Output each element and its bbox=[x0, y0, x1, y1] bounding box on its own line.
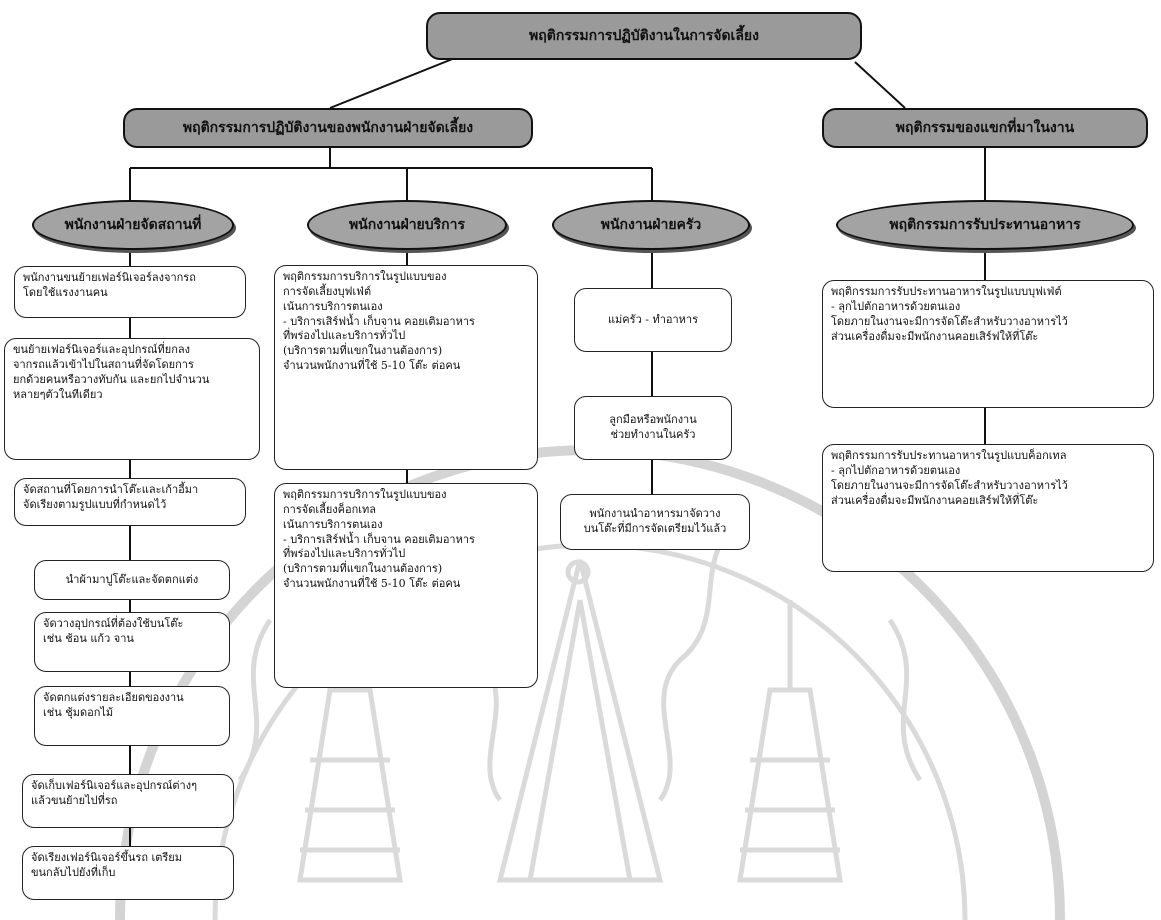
branch-guest-label: พฤติกรรมของแขกที่มาในงาน bbox=[895, 119, 1075, 136]
venue-step-3-text: จัดสถานที่โดยการนำโต๊ะและเก้าอี้มา จัดเร… bbox=[23, 483, 199, 511]
venue-step-2-text: ขนย้ายเฟอร์นิเจอร์และอุปกรณ์ที่ยกลง จากร… bbox=[13, 343, 210, 401]
guest-buffet-box: พฤติกรรมการรับประทานอาหารในรูปแบบบุฟเฟ่ต… bbox=[822, 280, 1154, 408]
col-kitchen-label: พนักงานฝ่ายครัว bbox=[600, 216, 702, 233]
venue-step-7: จัดเก็บเฟอร์นิเจอร์และอุปกรณ์ต่างๆ แล้วข… bbox=[22, 774, 234, 828]
col-venue-label: พนักงานฝ่ายจัดสถานที่ bbox=[64, 216, 202, 233]
col-guest-node: พฤติกรรมการรับประทานอาหาร bbox=[836, 200, 1134, 250]
venue-step-4-text: นำผ้ามาปูโต๊ะและจัดตกแต่ง bbox=[65, 572, 199, 586]
guest-cocktail-text: พฤติกรรมการรับประทานอาหารในรูปแบบค็อกเทล… bbox=[831, 449, 1068, 507]
service-cocktail-text: พฤติกรรมการบริการในรูปแบบของ การจัดเลี้ย… bbox=[283, 488, 475, 591]
kitchen-step-3-text: พนักงานนำอาหารมาจัดวาง บนโต๊ะที่มีการจัด… bbox=[583, 507, 727, 535]
branch-staff-node: พฤติกรรมการปฏิบัติงานของพนักงานฝ่ายจัดเล… bbox=[123, 108, 533, 148]
service-buffet-text: พฤติกรรมการบริการในรูปแบบของ การจัดเลี้ย… bbox=[283, 270, 475, 373]
kitchen-step-1: แม่ครัว - ทำอาหาร bbox=[574, 288, 732, 352]
guest-cocktail-box: พฤติกรรมการรับประทานอาหารในรูปแบบค็อกเทล… bbox=[822, 444, 1154, 572]
col-kitchen-node: พนักงานฝ่ายครัว bbox=[552, 200, 750, 250]
guest-buffet-text: พฤติกรรมการรับประทานอาหารในรูปแบบบุฟเฟ่ต… bbox=[831, 285, 1068, 343]
branch-staff-label: พฤติกรรมการปฏิบัติงานของพนักงานฝ่ายจัดเล… bbox=[182, 119, 474, 136]
venue-step-1-text: พนักงานขนย้ายเฟอร์นิเจอร์ลงจากรถ โดยใช้แ… bbox=[23, 271, 196, 299]
kitchen-step-3: พนักงานนำอาหารมาจัดวาง บนโต๊ะที่มีการจัด… bbox=[560, 494, 750, 550]
venue-step-8-text: จัดเรียงเฟอร์นิเจอร์ขึ้นรถ เตรียม ขนกลับ… bbox=[31, 851, 182, 879]
col-venue-node: พนักงานฝ่ายจัดสถานที่ bbox=[32, 200, 234, 250]
venue-step-2: ขนย้ายเฟอร์นิเจอร์และอุปกรณ์ที่ยกลง จากร… bbox=[4, 338, 260, 460]
venue-step-6: จัดตกแต่งรายละเอียดของงาน เช่น ชุ้มดอกไม… bbox=[34, 686, 230, 746]
service-cocktail-box: พฤติกรรมการบริการในรูปแบบของ การจัดเลี้ย… bbox=[274, 483, 538, 688]
venue-step-3: จัดสถานที่โดยการนำโต๊ะและเก้าอี้มา จัดเร… bbox=[14, 478, 246, 526]
col-service-label: พนักงานฝ่ายบริการ bbox=[348, 216, 466, 233]
kitchen-step-2-text: ลูกมือหรือพนักงาน ช่วยทำงานในครัว bbox=[609, 413, 697, 441]
venue-step-5: จัดวางอุปกรณ์ที่ต้องใช้บนโต๊ะ เช่น ช้อน … bbox=[34, 612, 230, 672]
root-node: พฤติกรรมการปฏิบัติงานในการจัดเลี้ยง bbox=[426, 12, 862, 60]
col-guest-label: พฤติกรรมการรับประทานอาหาร bbox=[889, 216, 1081, 233]
root-label: พฤติกรรมการปฏิบัติงานในการจัดเลี้ยง bbox=[529, 27, 759, 44]
venue-step-6-text: จัดตกแต่งรายละเอียดของงาน เช่น ชุ้มดอกไม… bbox=[43, 691, 184, 719]
venue-step-4: นำผ้ามาปูโต๊ะและจัดตกแต่ง bbox=[34, 560, 230, 600]
col-service-node: พนักงานฝ่ายบริการ bbox=[307, 200, 507, 250]
venue-step-8: จัดเรียงเฟอร์นิเจอร์ขึ้นรถ เตรียม ขนกลับ… bbox=[22, 846, 234, 900]
service-buffet-box: พฤติกรรมการบริการในรูปแบบของ การจัดเลี้ย… bbox=[274, 265, 538, 470]
kitchen-step-2: ลูกมือหรือพนักงาน ช่วยทำงานในครัว bbox=[574, 396, 732, 460]
venue-step-7-text: จัดเก็บเฟอร์นิเจอร์และอุปกรณ์ต่างๆ แล้วข… bbox=[31, 779, 197, 807]
venue-step-1: พนักงานขนย้ายเฟอร์นิเจอร์ลงจากรถ โดยใช้แ… bbox=[14, 266, 246, 318]
branch-guest-node: พฤติกรรมของแขกที่มาในงาน bbox=[822, 108, 1148, 148]
kitchen-step-1-text: แม่ครัว - ทำอาหาร bbox=[607, 312, 699, 326]
venue-step-5-text: จัดวางอุปกรณ์ที่ต้องใช้บนโต๊ะ เช่น ช้อน … bbox=[43, 617, 184, 645]
